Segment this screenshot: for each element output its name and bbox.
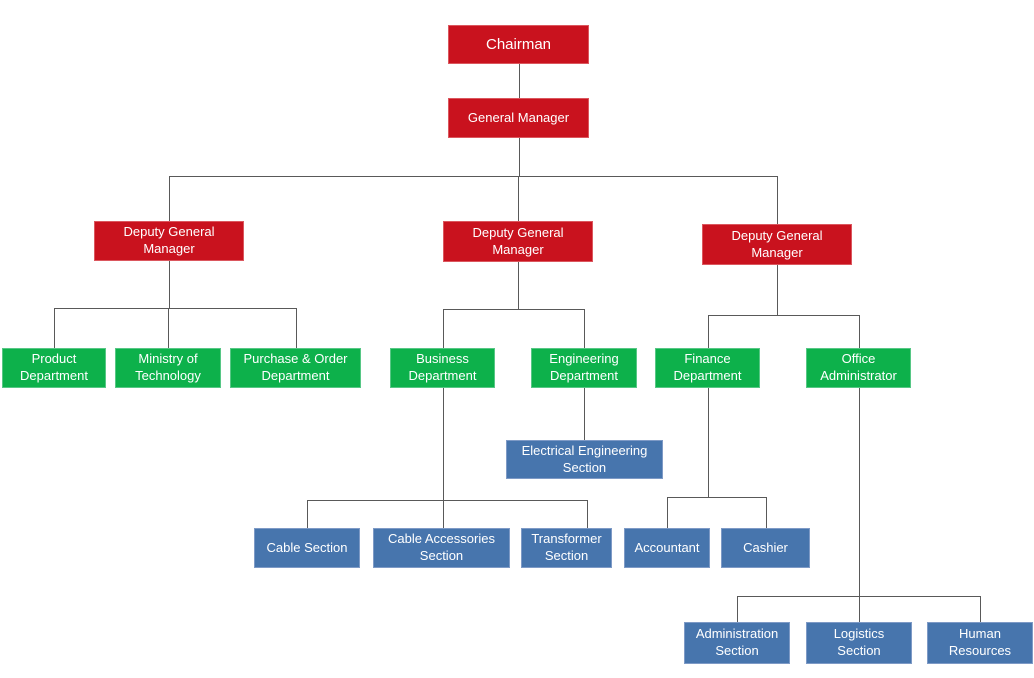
connector-line — [667, 497, 668, 528]
connector-line — [519, 64, 520, 98]
org-node-finance-department: Finance Department — [655, 348, 760, 388]
org-node-label: Transformer Section — [531, 531, 602, 563]
org-node-label: General Manager — [467, 109, 570, 125]
connector-line — [443, 500, 444, 528]
org-node-label: Cashier — [743, 539, 788, 555]
connector-line — [667, 497, 766, 498]
connector-line — [443, 309, 444, 348]
org-node-deputy-general-manager-2: Deputy General Manager — [443, 221, 593, 262]
connector-line — [443, 309, 585, 310]
org-node-label: Deputy General Manager — [731, 227, 823, 260]
org-node-label: Logistics Section — [833, 626, 885, 658]
org-node-general-manager: General Manager — [448, 98, 589, 138]
org-node-label: Deputy General Manager — [472, 224, 564, 257]
connector-line — [54, 308, 55, 348]
connector-line — [584, 388, 585, 440]
connector-line — [859, 388, 860, 596]
connector-line — [296, 308, 297, 348]
org-node-cable-accessories-section: Cable Accessories Section — [373, 528, 510, 568]
connector-line — [587, 500, 588, 528]
connector-line — [708, 315, 709, 348]
connector-line — [859, 596, 860, 622]
connector-line — [766, 497, 767, 528]
connector-line — [519, 138, 520, 176]
connector-line — [777, 265, 778, 315]
connector-line — [307, 500, 587, 501]
org-node-label: Electrical Engineering Section — [521, 442, 648, 475]
org-node-deputy-general-manager-3: Deputy General Manager — [702, 224, 852, 265]
connector-line — [518, 176, 519, 221]
connector-line — [518, 262, 519, 309]
connector-line — [168, 308, 169, 348]
org-node-label: Accountant — [634, 539, 700, 555]
org-node-cashier: Cashier — [721, 528, 810, 568]
org-node-human-resources: Human Resources — [927, 622, 1033, 664]
org-node-label: Office Administrator — [820, 351, 897, 383]
connector-line — [737, 596, 738, 622]
org-node-cable-section: Cable Section — [254, 528, 360, 568]
org-node-label: Deputy General Manager — [123, 224, 215, 256]
org-node-label: Purchase & Order Department — [243, 351, 348, 383]
org-node-label: Engineering Department — [549, 351, 619, 383]
org-node-label: Business Department — [408, 351, 477, 383]
connector-line — [584, 309, 585, 348]
connector-line — [169, 176, 170, 221]
org-node-label: Product Department — [20, 351, 88, 383]
org-node-chairman: Chairman — [448, 25, 589, 64]
org-node-administration-section: Administration Section — [684, 622, 790, 664]
connector-line — [54, 308, 296, 309]
connector-line — [169, 261, 170, 308]
org-node-deputy-general-manager-1: Deputy General Manager — [94, 221, 244, 261]
org-node-label: Cable Section — [266, 539, 348, 555]
org-node-office-administrator: Office Administrator — [806, 348, 911, 388]
org-node-label: Chairman — [485, 35, 552, 53]
org-node-ministry-of-technology: Ministry of Technology — [115, 348, 221, 388]
org-node-purchase-order-department: Purchase & Order Department — [230, 348, 361, 388]
org-node-label: Human Resources — [948, 626, 1012, 658]
connector-line — [708, 388, 709, 497]
connector-line — [708, 315, 859, 316]
org-node-accountant: Accountant — [624, 528, 710, 568]
org-node-electrical-engineering-section: Electrical Engineering Section — [506, 440, 663, 479]
connector-line — [859, 315, 860, 348]
org-node-business-department: Business Department — [390, 348, 495, 388]
connector-line — [169, 176, 777, 177]
org-node-transformer-section: Transformer Section — [521, 528, 612, 568]
org-node-engineering-department: Engineering Department — [531, 348, 637, 388]
org-node-logistics-section: Logistics Section — [806, 622, 912, 664]
org-node-label: Ministry of Technology — [135, 351, 201, 383]
connector-line — [777, 176, 778, 224]
connector-line — [307, 500, 308, 528]
org-node-product-department: Product Department — [2, 348, 106, 388]
connector-line — [980, 596, 981, 622]
connector-line — [443, 388, 444, 500]
org-node-label: Cable Accessories Section — [388, 531, 495, 563]
connector-line — [737, 596, 980, 597]
org-node-label: Finance Department — [673, 351, 742, 383]
org-node-label: Administration Section — [695, 626, 779, 658]
